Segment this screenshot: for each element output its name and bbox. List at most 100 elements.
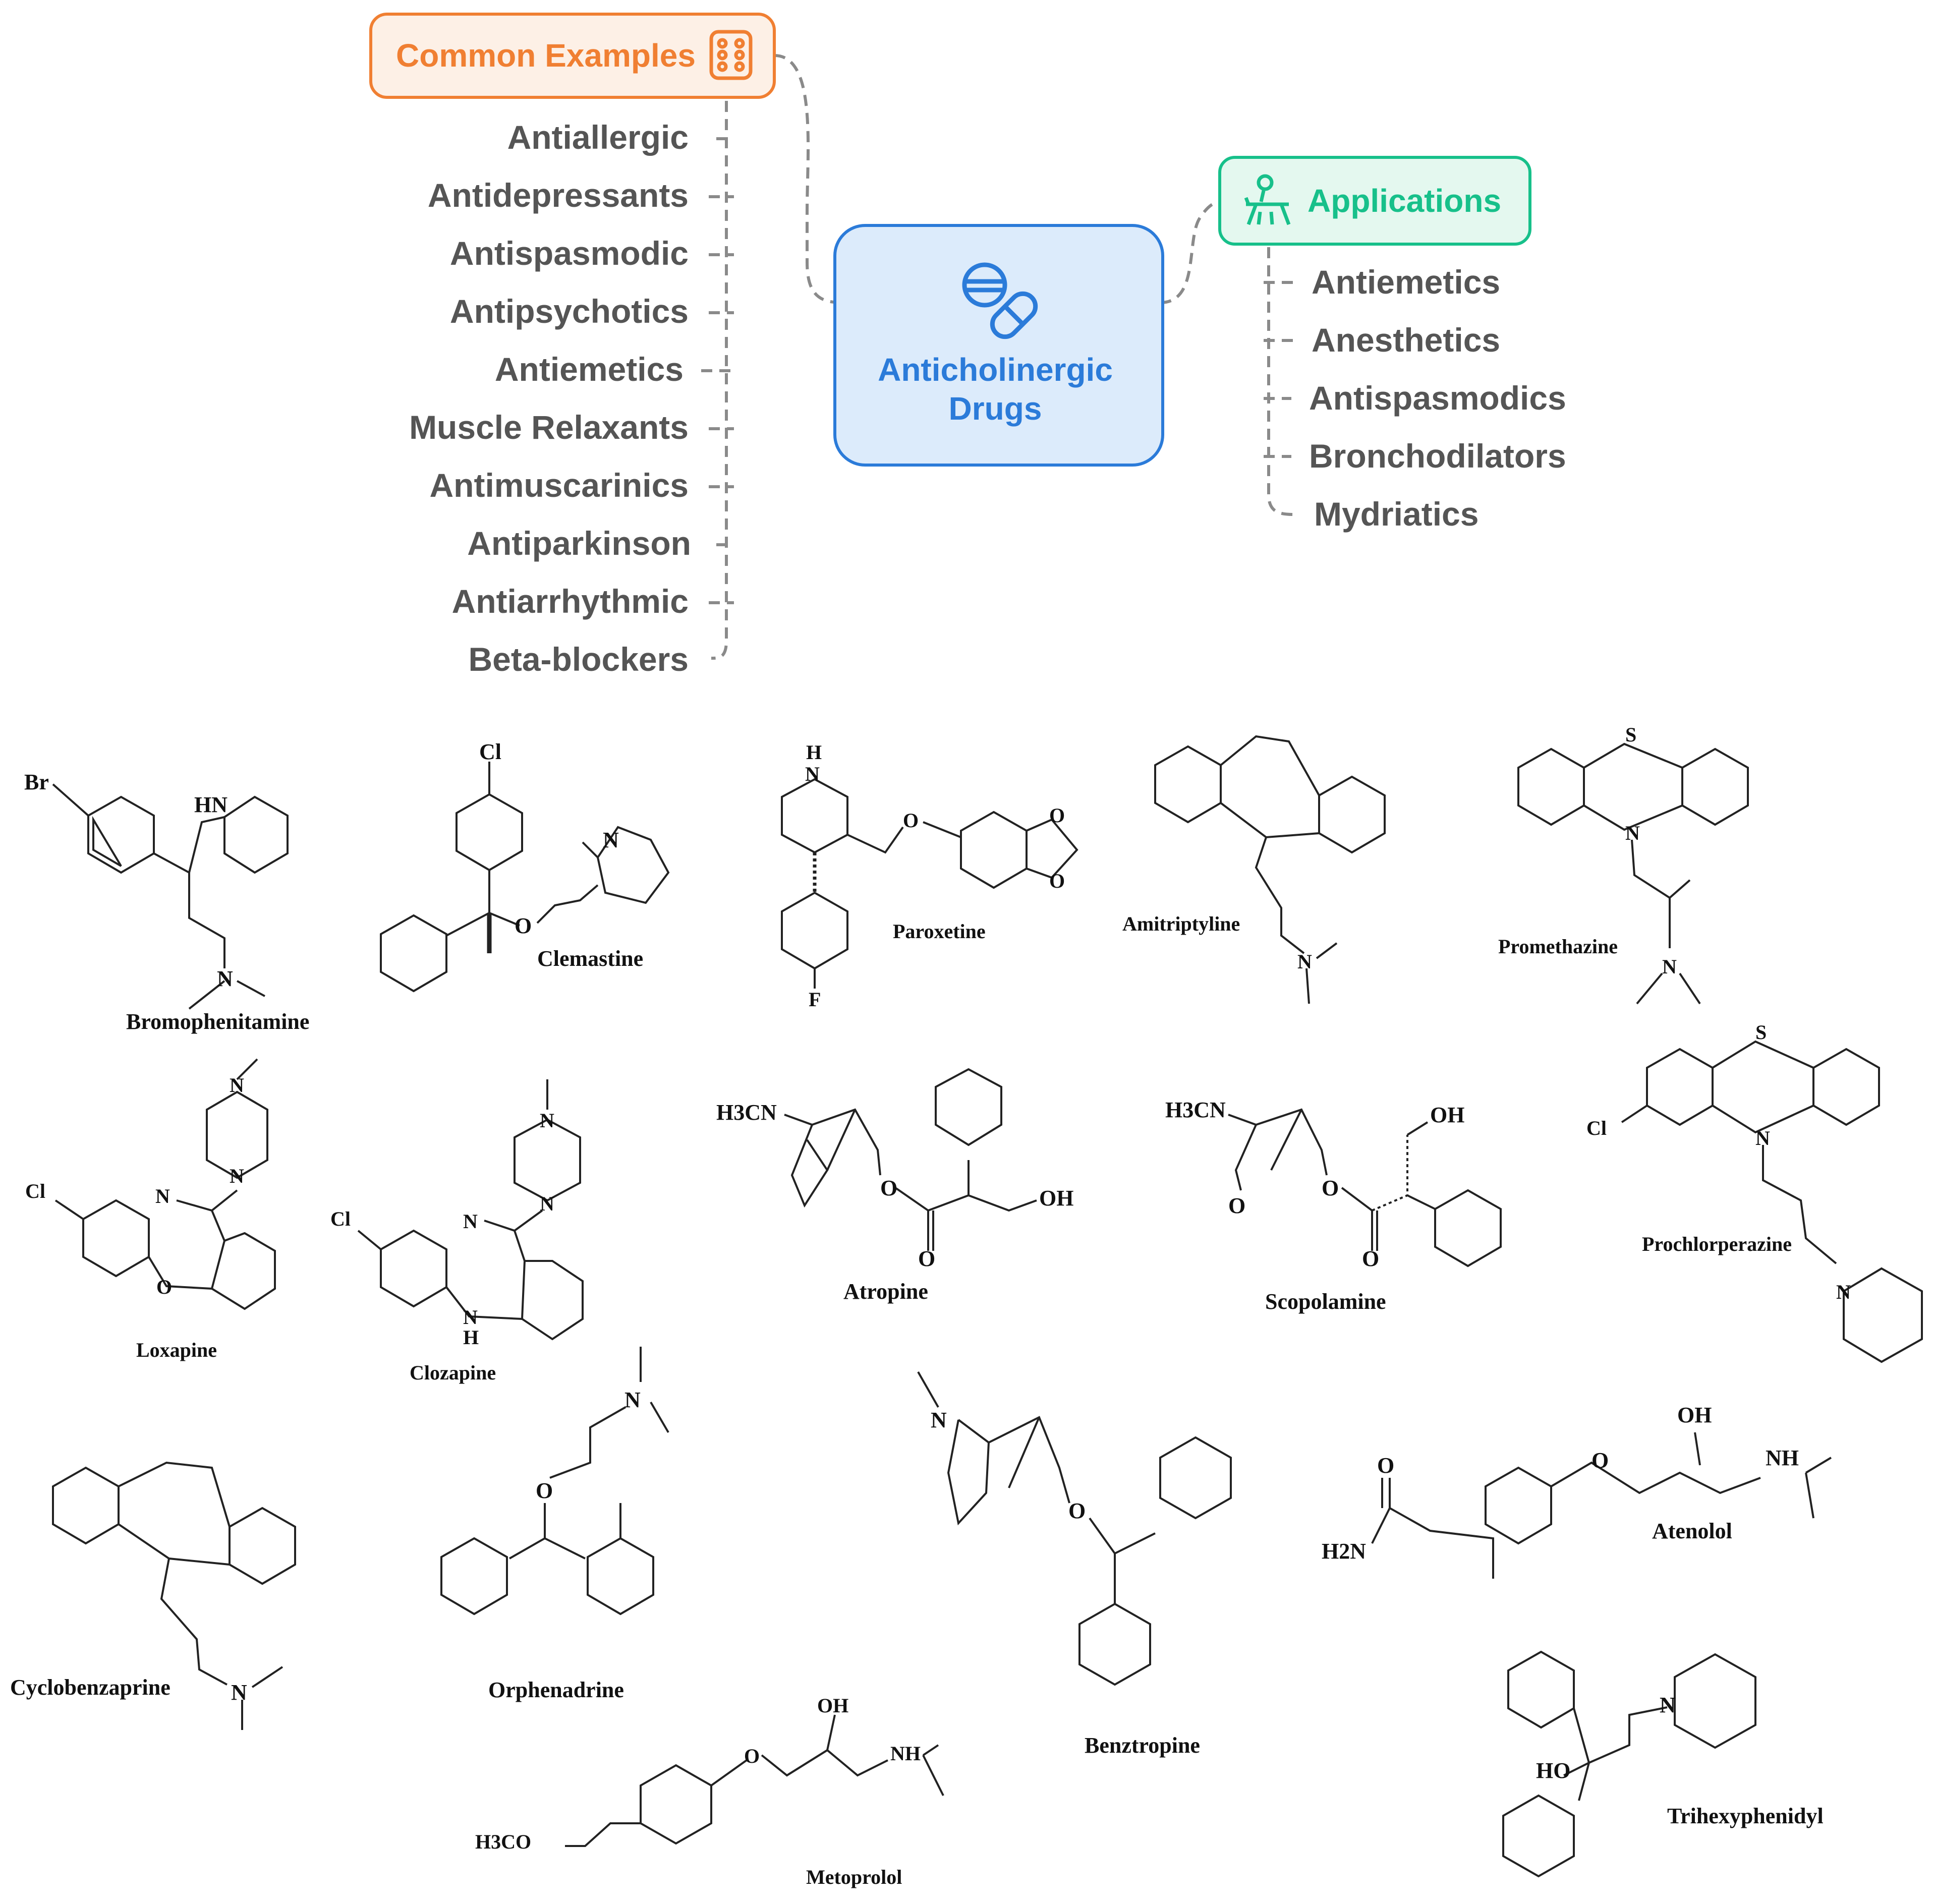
clozapine-n2: N xyxy=(540,1192,554,1215)
chemical-structures: Br HN N Bromophenitamine Cl O N Clemasti… xyxy=(10,723,1923,1888)
connector-center-applications xyxy=(1160,200,1221,304)
atenolol-o2: O xyxy=(1591,1448,1609,1473)
scopolamine-name: Scopolamine xyxy=(1265,1289,1386,1314)
application-item: Anesthetics xyxy=(1312,321,1500,359)
benztropine-o: O xyxy=(1068,1498,1086,1523)
promethazine-s: S xyxy=(1625,723,1636,746)
atropine-o1: O xyxy=(880,1176,897,1200)
paroxetine-o1: O xyxy=(903,809,919,832)
trihexyphenidyl-ho: HO xyxy=(1536,1758,1570,1783)
atenolol-name: Atenolol xyxy=(1652,1519,1732,1543)
orphenadrine-o: O xyxy=(536,1478,553,1503)
connector-examples-center xyxy=(774,54,848,304)
atenolol-o1: O xyxy=(1377,1453,1394,1478)
example-item: Antiemetics xyxy=(495,351,684,388)
prochlorperazine-n1: N xyxy=(1755,1127,1770,1149)
application-item: Bronchodilators xyxy=(1309,437,1566,475)
clozapine-n3: N xyxy=(463,1210,478,1233)
example-item: Antispasmodic xyxy=(450,235,689,272)
atenolol-nh: NH xyxy=(1766,1446,1799,1470)
benztropine-n: N xyxy=(931,1408,947,1432)
scopolamine-o1: O xyxy=(1228,1193,1245,1218)
clozapine-name: Clozapine xyxy=(410,1361,496,1384)
common-examples-node[interactable]: Common Examples xyxy=(369,13,776,99)
clozapine-n1: N xyxy=(540,1109,554,1132)
paroxetine-f: F xyxy=(809,988,821,1011)
structure-atenolol xyxy=(1371,1432,1832,1579)
structure-loxapine xyxy=(54,1058,276,1310)
loxapine-n2: N xyxy=(230,1165,244,1187)
atenolol-h2n: H2N xyxy=(1322,1539,1366,1564)
scopolamine-h3cn: H3CN xyxy=(1165,1098,1226,1122)
structure-orphenadrine xyxy=(440,1347,669,1615)
prochlorperazine-n2: N xyxy=(1836,1281,1851,1303)
paroxetine-name: Paroxetine xyxy=(893,920,986,943)
atropine-o2: O xyxy=(918,1246,935,1271)
atropine-oh: OH xyxy=(1039,1186,1073,1210)
central-title-line2: Drugs xyxy=(949,390,1042,427)
connector-lines xyxy=(701,54,1296,660)
central-title-line1: Anticholinergic xyxy=(878,352,1113,388)
pill-blister-icon xyxy=(709,30,753,80)
structure-bromophenitamine xyxy=(52,783,289,1010)
clozapine-n4: N xyxy=(463,1306,478,1329)
capsule-pill-icon xyxy=(962,262,1038,339)
structure-trihexyphenidyl xyxy=(1502,1650,1756,1878)
structure-clozapine xyxy=(357,1079,584,1341)
structure-metoprolol xyxy=(565,1714,944,1847)
example-item: Antipsychotics xyxy=(450,293,689,330)
applications-node[interactable]: Applications xyxy=(1218,156,1531,246)
structure-promethazine xyxy=(1517,742,1749,1005)
application-item: Antiemetics xyxy=(1312,263,1500,301)
applications-list: Antiemetics Anesthetics Antispasmodics B… xyxy=(1309,263,1566,533)
cyclobenzaprine-name: Cyclobenzaprine xyxy=(10,1675,170,1700)
application-item: Mydriatics xyxy=(1314,495,1479,533)
clemastine-cl: Cl xyxy=(479,739,501,764)
metoprolol-name: Metoprolol xyxy=(806,1866,902,1888)
amitriptyline-name: Amitriptyline xyxy=(1122,912,1240,935)
applications-ticks xyxy=(1264,281,1296,458)
scopolamine-o3: O xyxy=(1362,1246,1379,1271)
example-item: Antimuscarinics xyxy=(430,467,689,504)
atenolol-oh: OH xyxy=(1677,1403,1712,1427)
clemastine-name: Clemastine xyxy=(537,946,643,971)
prochlorperazine-s: S xyxy=(1755,1021,1767,1044)
loxapine-n1: N xyxy=(230,1074,244,1097)
structure-cyclobenzaprine xyxy=(52,1461,296,1730)
paroxetine-o2: O xyxy=(1049,804,1065,827)
structure-paroxetine xyxy=(781,778,1078,989)
common-examples-title: Common Examples xyxy=(396,37,696,74)
common-examples-list: Antiallergic Antidepressants Antispasmod… xyxy=(409,119,691,678)
atropine-name: Atropine xyxy=(843,1279,928,1304)
bromophenitamine-br: Br xyxy=(24,770,49,794)
metoprolol-oh: OH xyxy=(817,1694,848,1717)
orphenadrine-name: Orphenadrine xyxy=(488,1678,624,1702)
structure-scopolamine xyxy=(1228,1108,1502,1267)
prochlorperazine-name: Prochlorperazine xyxy=(1642,1233,1792,1255)
cyclobenzaprine-n: N xyxy=(231,1680,247,1705)
application-item: Antispasmodics xyxy=(1309,379,1566,417)
prochlorperazine-cl: Cl xyxy=(1586,1117,1607,1139)
amitriptyline-n: N xyxy=(1297,950,1312,973)
metoprolol-h3co: H3CO xyxy=(475,1830,531,1853)
applications-trunk xyxy=(1267,247,1294,516)
structure-amitriptyline xyxy=(1154,735,1386,1004)
paroxetine-o3: O xyxy=(1049,870,1065,892)
bromophenitamine-name: Bromophenitamine xyxy=(126,1009,309,1034)
structure-atropine xyxy=(784,1068,1037,1251)
atropine-h3cn: H3CN xyxy=(716,1100,777,1125)
example-item: Antiparkinson xyxy=(467,525,691,562)
central-node[interactable]: Anticholinergic Drugs xyxy=(833,224,1164,467)
loxapine-name: Loxapine xyxy=(136,1339,217,1361)
example-item: Beta-blockers xyxy=(468,641,689,678)
paroxetine-n: N xyxy=(805,763,820,785)
scopolamine-oh: OH xyxy=(1430,1103,1464,1127)
example-item: Antidepressants xyxy=(428,177,689,214)
orphenadrine-n: N xyxy=(624,1388,641,1412)
promethazine-n2: N xyxy=(1662,955,1677,978)
structure-clemastine xyxy=(380,762,670,993)
bromophenitamine-hn: HN xyxy=(194,792,228,817)
bromophenitamine-n: N xyxy=(217,966,233,991)
structure-prochlorperazine xyxy=(1621,1040,1923,1363)
loxapine-o: O xyxy=(156,1276,172,1298)
